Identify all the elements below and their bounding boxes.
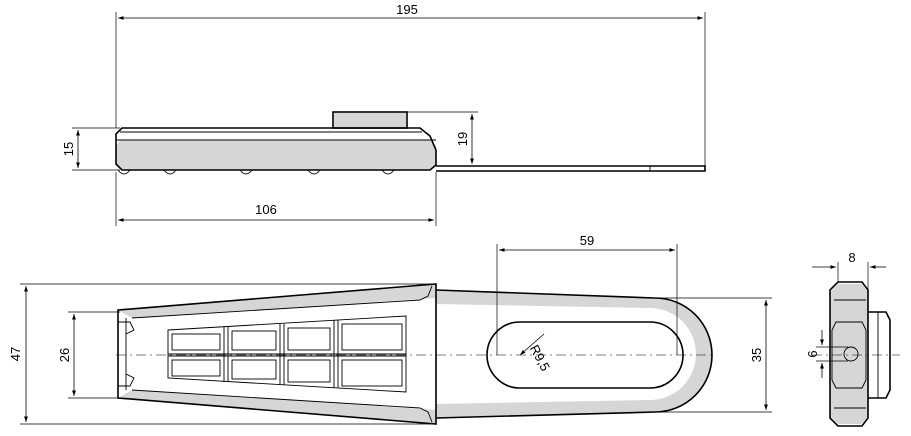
dim-total-height: 19 [455,132,470,146]
side-feet [117,169,395,175]
dim-body-length: 106 [255,202,277,217]
dim-radius: R9,5 [527,342,553,373]
dim-arm-width: 35 [749,348,764,362]
dim-slot-length: 59 [580,233,594,248]
dim-overall-length: 195 [396,2,418,17]
dim-end-width: 8 [848,250,855,265]
dim-total-width: 47 [8,347,23,361]
side-knob [332,111,408,129]
top-view: 59 R9,5 47 26 35 [8,233,772,425]
dim-inner-width: 26 [57,348,72,362]
side-plate [436,165,706,172]
dim-hole-diameter: 6 [805,350,820,357]
side-view: 195 15 19 106 [61,2,706,226]
slot-outline [486,321,684,389]
end-body-outline [829,281,869,427]
end-view: 8 6 [805,250,900,427]
dim-body-height: 15 [61,142,76,156]
grid-cells [167,315,407,393]
side-body-outline [115,127,437,171]
end-hole [843,346,859,362]
